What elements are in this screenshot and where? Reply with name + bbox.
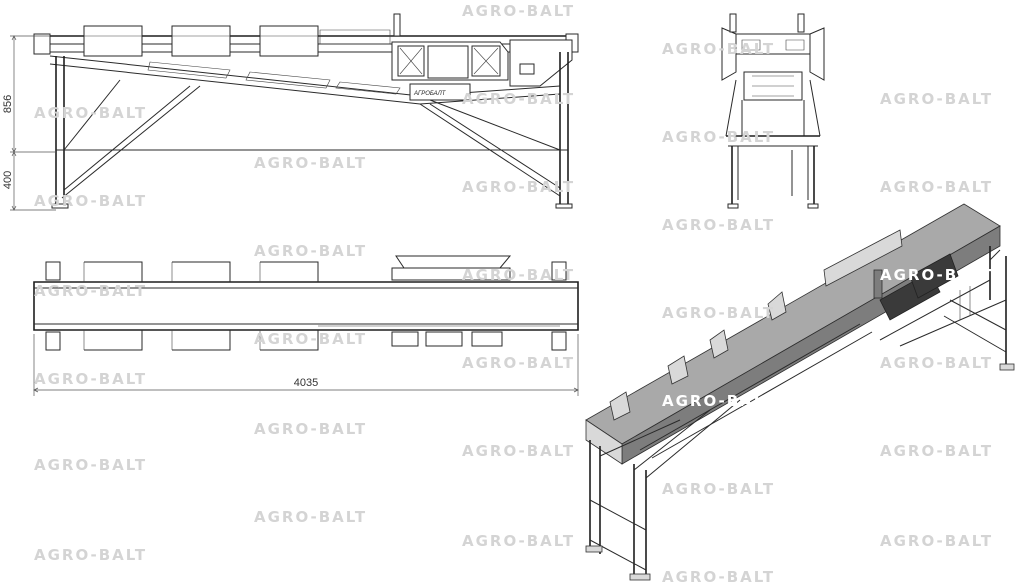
height-dimension: 856 400	[2, 35, 56, 211]
brand-plate: АГРОБАЛТ	[413, 91, 447, 97]
isometric-view	[585, 203, 1015, 581]
length-dimension: 4035	[33, 334, 579, 396]
side-view: АГРОБАЛТ	[33, 13, 579, 209]
dimension-4035: 4035	[294, 377, 318, 389]
end-view	[721, 13, 825, 209]
dimension-400: 400	[2, 171, 14, 189]
top-view	[33, 255, 579, 351]
dimension-856: 856	[2, 95, 14, 113]
